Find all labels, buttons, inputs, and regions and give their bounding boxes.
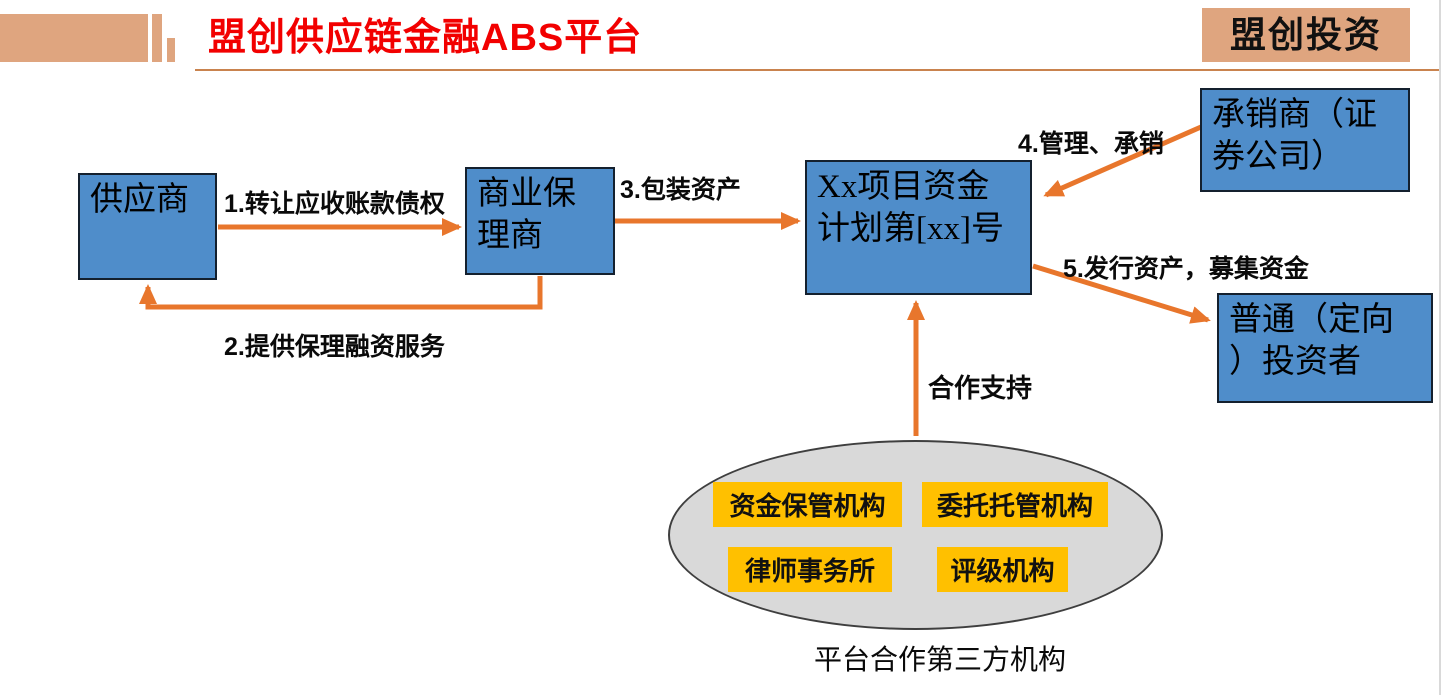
flow-label-1: 1.转让应收账款债权 <box>224 190 445 218</box>
flow-label-3: 3.包装资产 <box>620 176 741 204</box>
node-investor: 普通（定向 ）投资者 <box>1217 293 1433 403</box>
service-box-rating-agency: 评级机构 <box>937 547 1068 592</box>
brand-badge: 盟创投资 <box>1202 8 1410 62</box>
header-accent-bar-large <box>152 14 162 62</box>
service-box-fund-custodian: 资金保管机构 <box>713 482 902 527</box>
flow-label-2: 2.提供保理融资服务 <box>224 333 445 361</box>
node-commercial-factor: 商业保 理商 <box>465 167 615 275</box>
node-underwriter: 承销商（证 券公司） <box>1200 88 1410 192</box>
flow-label-5: 5.发行资产，募集资金 <box>1063 255 1309 283</box>
page-title: 盟创供应链金融ABS平台 <box>208 17 643 59</box>
node-project-fund-plan: Xx项目资金 计划第[xx]号 <box>805 160 1032 295</box>
header-accent-block <box>0 14 148 62</box>
service-box-law-firm: 律师事务所 <box>728 547 892 592</box>
header-accent-bar-small <box>167 38 175 62</box>
header-divider <box>195 69 1439 71</box>
flow-label-support: 合作支持 <box>928 373 1033 403</box>
arrow-factoring-service <box>139 276 543 310</box>
third-party-caption: 平台合作第三方机构 <box>813 644 1066 675</box>
flow-label-4: 4.管理、承销 <box>1018 130 1164 158</box>
node-supplier: 供应商 <box>78 173 217 280</box>
service-box-entrusted-trustee: 委托托管机构 <box>922 482 1108 527</box>
third-party-ellipse <box>668 440 1163 630</box>
